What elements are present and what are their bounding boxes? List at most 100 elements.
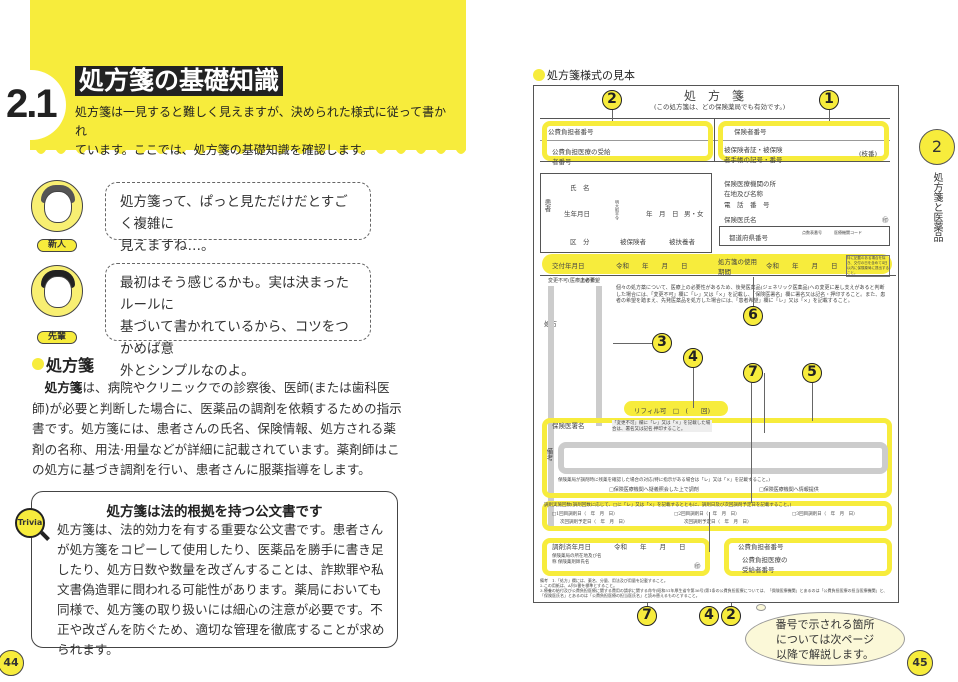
field-label: 保険医氏名 — [724, 216, 757, 224]
avatar-newcomer — [31, 180, 83, 232]
note-line: 3.療養の給付及び公費負担医療に関する費用の請求に関する命令(昭和51年厚生省令… — [540, 588, 888, 598]
column-no-change — [548, 286, 554, 526]
field-label: 電 話 番 号 — [724, 201, 770, 209]
lead-line: ています。ここでは、処方箋の基礎知識を確認します。 — [75, 143, 373, 157]
field-value: 令和 年 月 日 — [614, 543, 686, 551]
body-paragraph: 処方箋は、病院やクリニックでの診察後、医師(または歯科医師)が必要と判断した場合… — [32, 378, 402, 481]
field-label: 保険薬局の所在地及び名称 保険薬剤師氏名 — [552, 554, 602, 565]
field-value: 令和 年 月 日 — [616, 262, 688, 270]
field-label: 明大昭平令 — [615, 200, 620, 220]
marker-6: 6 — [743, 306, 763, 326]
field-label: 備考 — [545, 448, 553, 461]
field-note: 特に記載のある場合を除き、交付の日を含めて4日以内に保険薬局に提出すること。 — [846, 255, 890, 277]
leader-line — [753, 277, 754, 307]
field-label: 被保険者証・被保険者手帳の記号・番号 — [724, 146, 783, 164]
option-checkbox: □保険医療機関へ情報提供 — [759, 487, 819, 493]
section-heading: 処方箋 — [32, 352, 94, 376]
field-label: 氏 名 — [570, 184, 590, 192]
trivia-box: 処方箋は法的根拠を持つ公文書です 処方箋は、法的効力を有する重要な公文書です。患… — [31, 491, 398, 657]
highlight-insurer — [718, 121, 889, 161]
field-label: 保険医署名 — [552, 422, 585, 430]
rule — [540, 275, 896, 276]
section-number-badge — [0, 70, 66, 140]
field-label: 保険者番号 — [734, 128, 767, 136]
marker-7-bottom: 7 — [637, 606, 657, 626]
field-label: 被保険者 — [620, 238, 646, 246]
marker-4-bottom: 4 — [699, 606, 719, 626]
note-line: 2.この用紙は、A列5番を標準とすること。 — [540, 583, 618, 588]
chapter-tab[interactable]: 2 — [919, 129, 955, 165]
option-checkbox: □保険医療機関へ疑義照会した上で調剤 — [609, 487, 699, 493]
field-label: (枝番) — [859, 150, 878, 158]
code-row — [719, 226, 890, 246]
highlight-kohi-bottom — [724, 538, 892, 576]
form-notes: 備考 1.「処方」欄には、薬名、分量、用法及び用量を記載すること。 2.この用紙… — [540, 578, 890, 598]
speaker-tag: 先輩 — [37, 331, 77, 344]
leader-line — [612, 110, 613, 121]
field-label: 患者希望 — [580, 278, 601, 284]
section-number: 2.1 — [6, 82, 58, 126]
wavy-edge — [30, 144, 466, 154]
marker-7: 7 — [743, 363, 763, 383]
rule — [540, 140, 890, 141]
leader-line — [731, 603, 732, 607]
callout-tail — [756, 604, 766, 611]
leader-line — [829, 110, 830, 121]
highlight-pharmacy — [542, 538, 710, 576]
callout-bubble: 番号で示される箇所 については次ページ 以降で解説します。 — [745, 612, 905, 666]
patient-table — [540, 173, 712, 253]
bold-term: 処方箋 — [44, 380, 83, 395]
column-patient-wish — [596, 286, 602, 426]
highlight-issue-date — [542, 254, 892, 274]
speaker-tag: 新人 — [37, 239, 77, 252]
heading-text: 処方箋様式の見本 — [547, 69, 635, 82]
field-label: 調剤実施回数(調剤回数に応じて、□に「レ」又は「×」を記載するとともに、調剤日及… — [544, 503, 792, 508]
avatar-senior — [31, 265, 83, 317]
chapter-tab-label: 処方箋と医薬品 — [931, 172, 942, 242]
trivia-title: 処方箋は法的根拠を持つ公文書です — [106, 504, 323, 520]
field-label: 点数表番号 — [802, 230, 822, 235]
callout-line: 以降で解説します。 — [776, 648, 874, 661]
highlight-kohi — [542, 121, 713, 161]
note-line: 備考 1.「処方」欄には、薬名、分量、用法及び用量を記載すること。 — [540, 578, 668, 583]
refill-field: リフィル可 □ ( 回) — [634, 407, 711, 415]
marker-3: 3 — [652, 333, 672, 353]
field-label: 公費負担医療の受給者番号 — [552, 148, 611, 166]
highlight-remarks — [558, 442, 888, 474]
seal-mark: ㊞ — [882, 216, 889, 224]
seal-mark: ㊞ — [694, 562, 701, 570]
leader-line — [764, 373, 765, 433]
rule — [540, 118, 890, 119]
next-date: 次回調剤予定日（ 年 月 日） — [684, 520, 752, 525]
next-date: 次回調剤予定日（ 年 月 日） — [560, 520, 628, 525]
bullet-icon — [32, 358, 44, 370]
page-number-right: 45 — [907, 650, 933, 676]
prescription-form: 処 方 箋 (この処方箋は、どの保険薬局でも有効です。) 公費負担者番号 公費負… — [533, 85, 899, 603]
generic-note: 個々の処方薬について、医療上の必要性があるため、後発医薬品(ジェネリック医薬品)… — [616, 285, 886, 304]
field-label: 医療機関コード — [834, 230, 862, 235]
callout-line: については次ページ — [775, 633, 875, 646]
trivia-body: 処方箋は、法的効力を有する重要な公文書です。患者さんが処方箋をコピーして使用した… — [57, 522, 385, 657]
leader-line — [693, 368, 694, 408]
bubble-line: 見えますね…。 — [120, 238, 215, 254]
leader-line — [709, 512, 710, 552]
field-label: 交付年月日 — [552, 262, 585, 270]
rule — [540, 161, 890, 162]
rule — [714, 118, 715, 162]
field-label: 公費負担者番号 — [738, 543, 784, 551]
dispense-date: □1回目調剤日（ 年 月 日） — [552, 512, 618, 517]
marker-4: 4 — [683, 348, 703, 368]
callout-line: 番号で示される箇所 — [775, 618, 875, 631]
leader-line — [751, 383, 752, 503]
field-label: 区 分 — [570, 238, 590, 246]
heading-text: 処方箋 — [46, 356, 95, 375]
field-label: 男・女 — [684, 210, 704, 218]
page-title: 処方箋の基礎知識 — [75, 66, 284, 96]
speech-bubble: 最初はそう感じるかも。実は決まったルールに 基づいて書かれているから、コツをつか… — [105, 263, 371, 379]
bubble-line: 処方箋って、ぱっと見ただけだとすごく複雑に — [120, 194, 348, 232]
field-label: 保険医療機関の所在地及び名称 — [724, 180, 776, 198]
leader-line — [812, 383, 813, 421]
field-label: 都道府県番号 — [729, 234, 768, 242]
dispense-date: □2回目調剤日（ 年 月 日） — [674, 512, 740, 517]
form-subtitle: (この処方箋は、どの保険薬局でも有効です。) — [654, 103, 786, 111]
